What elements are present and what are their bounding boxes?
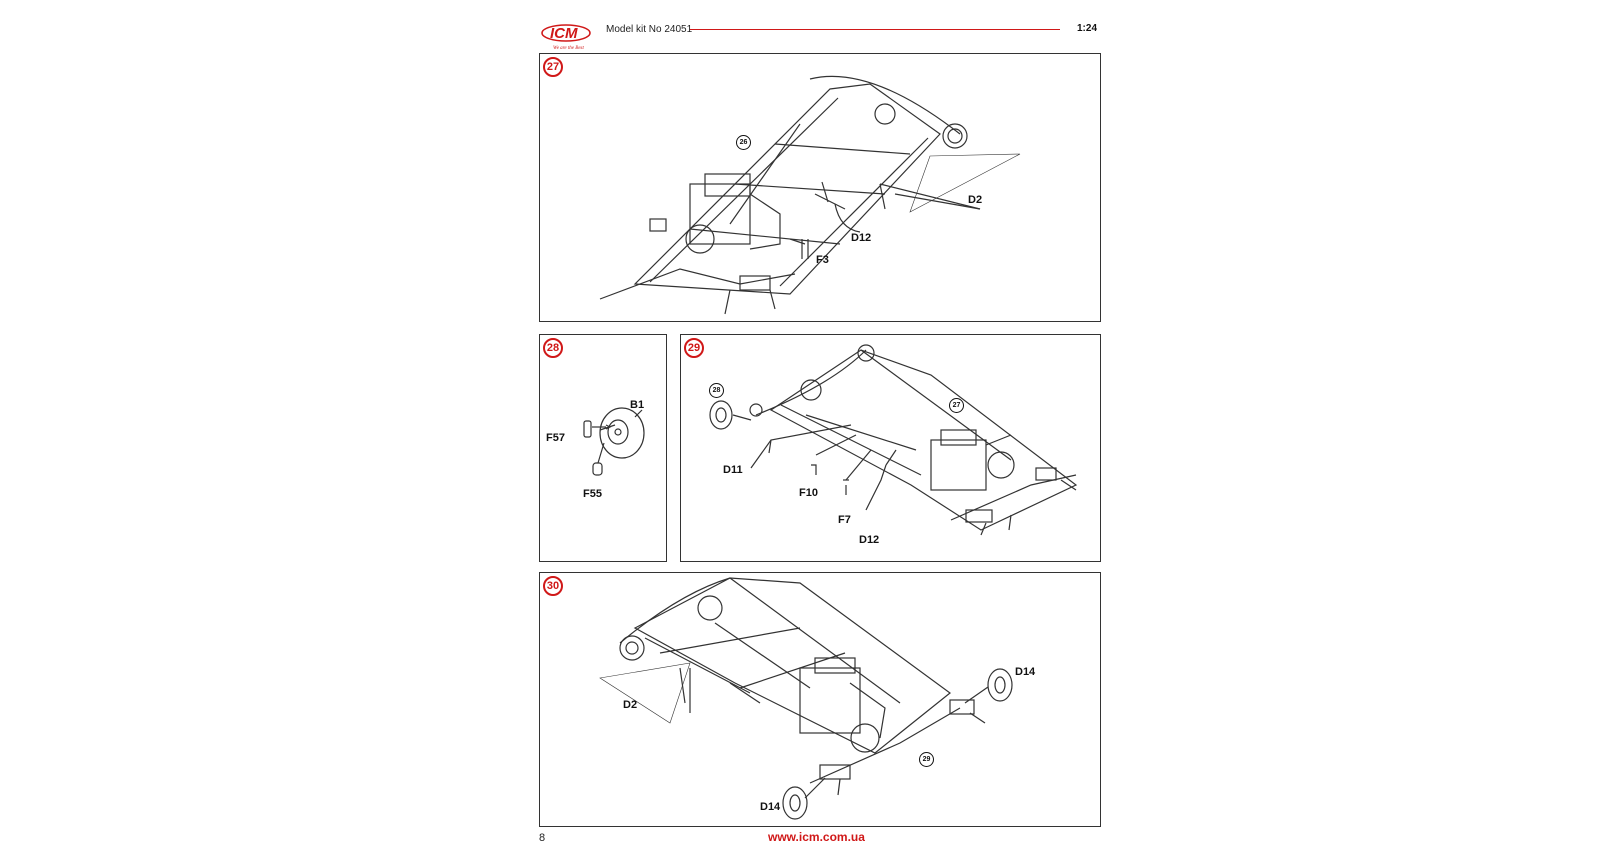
reference-step-circle: 26 [736,135,751,150]
chassis-drawing-step-30 [599,577,1013,820]
step-30-panel: 30 29 D2 D14 D14 [539,572,1101,827]
part-label-d2: D2 [968,194,983,206]
step-number-badge: 27 [543,57,563,77]
step-number-badge: 28 [543,338,563,358]
page-number: 8 [539,832,546,844]
part-label-f10: F10 [799,487,818,499]
part-label-f3: F3 [816,254,829,266]
part-label-d14: D14 [760,801,781,813]
reference-step-circle: 28 [709,383,724,398]
part-label-d12: D12 [859,534,880,546]
part-label-b1: B1 [630,399,645,411]
step-number-badge: 29 [684,338,704,358]
chassis-drawing-step-29 [709,344,1078,536]
part-label-f57: F57 [546,432,565,444]
step-number-badge: 30 [543,576,563,596]
reference-step-circle: 29 [919,752,934,767]
brake-drum-drawing-step-28 [583,407,645,476]
kit-title: Model kit No 24051 [606,24,693,35]
website-link[interactable]: www.icm.com.ua [768,830,865,844]
part-label-d11: D11 [723,464,743,476]
part-label-d14: D14 [1015,666,1036,678]
part-label-f7: F7 [838,514,851,526]
step-28-panel: 28 B1 F57 F55 [539,334,667,562]
icm-logo-icon: ICM We are the Best [541,24,591,51]
reference-step-circle: 27 [949,398,964,413]
logo-text: ICM [550,25,578,42]
logo-tagline: We are the Best [553,46,584,51]
page-header: ICM We are the Best Model kit No 24051 1… [540,18,1100,54]
step-29-panel: 29 28 27 D11 F10 F7 D12 [680,334,1101,562]
chassis-drawing-step-27 [599,75,1021,315]
step-27-panel: 27 26 D2 D12 F3 [539,53,1101,322]
part-label-f55: F55 [583,488,602,500]
scale-label: 1:24 [1077,23,1098,34]
part-label-d12: D12 [851,232,872,244]
header-rule [690,29,1060,30]
part-label-d2: D2 [623,699,638,711]
